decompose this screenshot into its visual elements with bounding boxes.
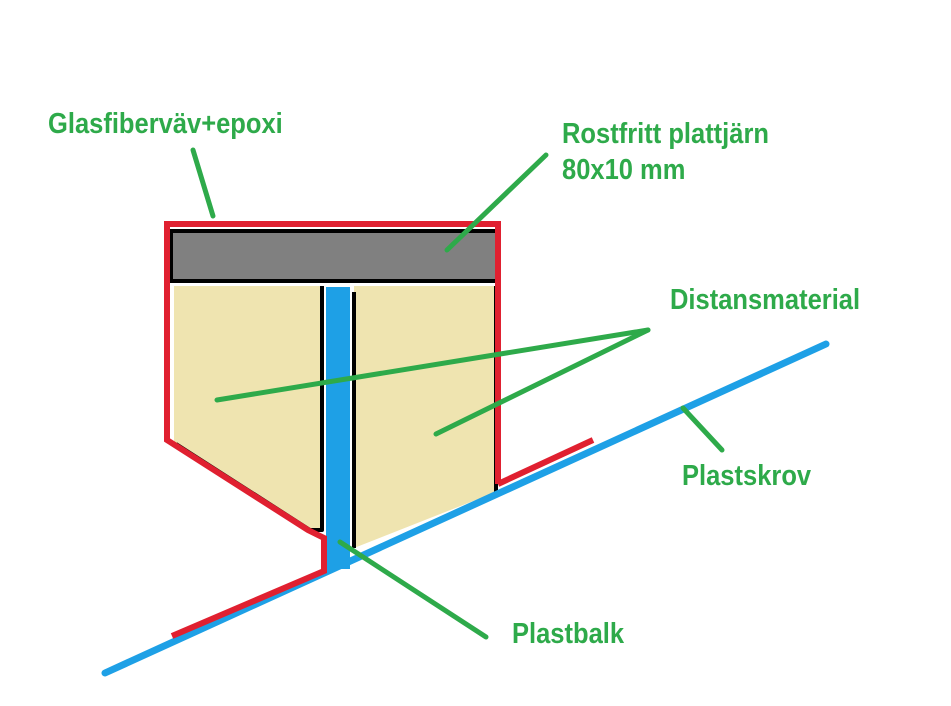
label-rostfritt-line1: Rostfritt plattjärn (562, 118, 769, 150)
label-rostfritt-plattjarn: Rostfritt plattjärn 80x10 mm (562, 116, 769, 188)
leader-glasfiber (190, 147, 216, 219)
label-distansmaterial: Distansmaterial (670, 284, 861, 316)
leader-distans-left (214, 327, 651, 403)
fiberglass-laminate (164, 221, 595, 639)
spacer-material-left (174, 286, 322, 530)
stainless-flat-bar (169, 229, 501, 283)
label-glasfiber-epoxi: Glasfiberväv+epoxi (48, 108, 283, 140)
leader-rostfritt (444, 152, 549, 253)
leader-lines (190, 147, 725, 640)
label-plastskrov: Plastskrov (682, 460, 812, 492)
label-rostfritt-line2: 80x10 mm (562, 154, 686, 186)
leader-plastskrov (680, 405, 725, 453)
leader-plastbalk (337, 539, 489, 640)
leader-distans-right (433, 327, 651, 437)
plastic-beam (326, 287, 350, 569)
label-plastbalk: Plastbalk (512, 618, 625, 650)
spacer-material-right (354, 286, 496, 548)
plastic-hull (101, 340, 830, 677)
